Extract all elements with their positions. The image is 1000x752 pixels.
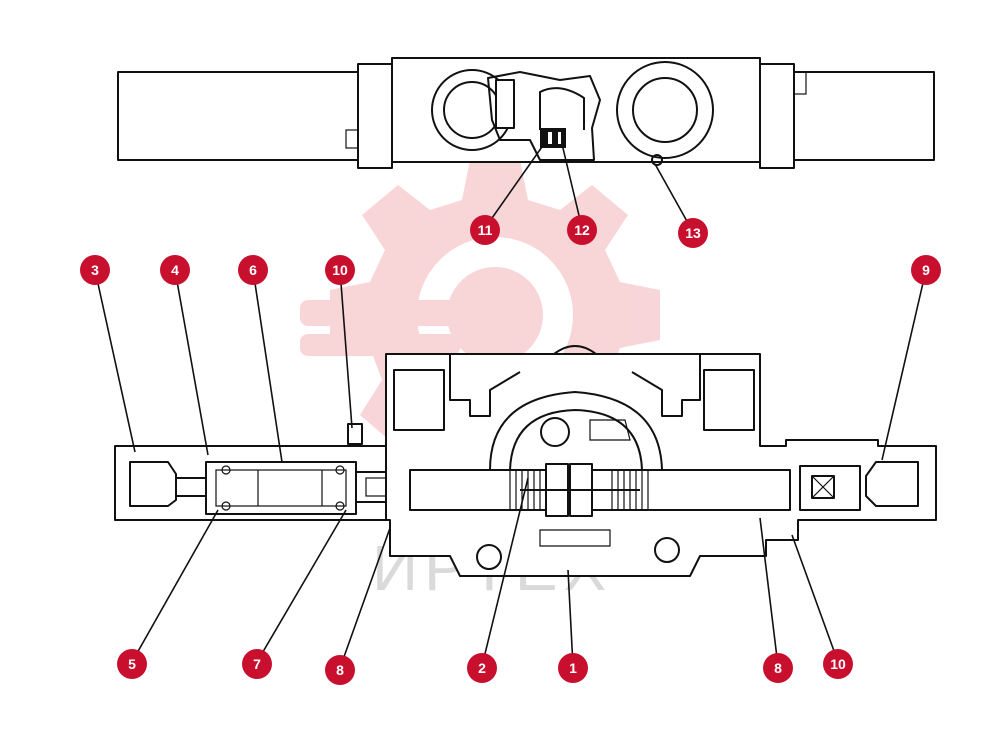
svg-text:4: 4: [171, 262, 179, 278]
svg-text:6: 6: [249, 262, 257, 278]
svg-text:11: 11: [478, 222, 493, 238]
svg-text:5: 5: [128, 656, 136, 672]
leader-lines: [94, 143, 927, 669]
svg-text:9: 9: [922, 262, 930, 278]
callout-10-top: 10: [325, 255, 355, 285]
callout-7: 7: [242, 649, 272, 679]
svg-text:8: 8: [336, 662, 344, 678]
callout-6: 6: [238, 255, 268, 285]
callout-9: 9: [911, 255, 941, 285]
svg-text:13: 13: [685, 225, 701, 241]
callout-13: 13: [678, 218, 708, 248]
svg-text:10: 10: [332, 262, 348, 278]
top-view-valve: [117, 57, 935, 169]
svg-text:7: 7: [253, 656, 261, 672]
svg-text:8: 8: [774, 660, 782, 676]
callout-2: 2: [467, 653, 497, 683]
callout-11: 11: [470, 215, 500, 245]
callout-10-bottom: 10: [823, 649, 853, 679]
svg-text:10: 10: [830, 656, 846, 672]
svg-text:1: 1: [569, 660, 577, 676]
svg-text:3: 3: [91, 262, 99, 278]
svg-text:2: 2: [478, 660, 486, 676]
svg-text:12: 12: [574, 222, 590, 238]
callout-4: 4: [160, 255, 190, 285]
callout-12: 12: [567, 215, 597, 245]
callout-8-left: 8: [325, 655, 355, 685]
callout-3: 3: [80, 255, 110, 285]
section-view-valve: [114, 345, 937, 577]
callout-5: 5: [117, 649, 147, 679]
callout-1: 1: [558, 653, 588, 683]
callout-8-right: 8: [763, 653, 793, 683]
